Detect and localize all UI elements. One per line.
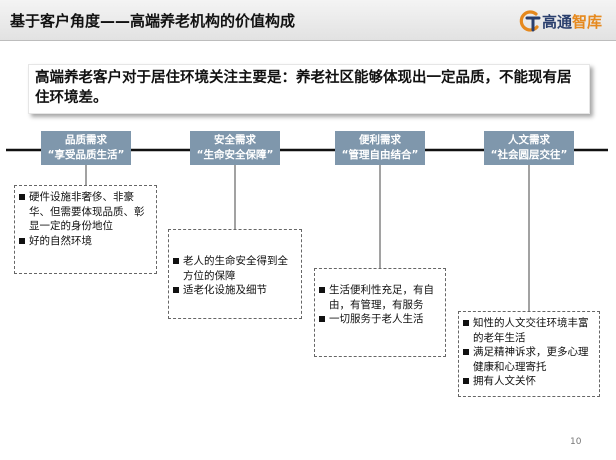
logo-text: 高通智库 (542, 11, 602, 32)
page-title: 基于客户角度——高端养老机构的价值构成 (10, 12, 296, 30)
detail-item: 知性的人文交往环境丰富的老年生活 (463, 316, 594, 345)
logo-mark-icon (519, 10, 541, 32)
logo-text-accent: 智库 (572, 13, 603, 31)
brand-logo: 高通智库 (512, 6, 616, 36)
detail-box-culture: 知性的人文交往环境丰富的老年生活 满足精神诉求，更多心理健康和心理寄托 拥有人文… (458, 311, 600, 397)
node-subtitle: “生命安全保障” (196, 149, 274, 161)
detail-box-quality: 硬件设施非奢侈、非豪华、但需要体现品质、彰显一定的身份地位 好的自然环境 (14, 185, 157, 274)
node-title: 品质需求 (65, 134, 107, 146)
node-title: 安全需求 (214, 134, 256, 146)
header-bar: 基于客户角度——高端养老机构的价值构成 高通智库 (0, 0, 616, 41)
detail-item: 适老化设施及细节 (173, 283, 296, 298)
detail-item: 生活便利性充足，有自由，有管理，有服务 (319, 283, 440, 312)
detail-item: 老人的生命安全得到全方位的保障 (173, 254, 296, 283)
detail-box-convenience: 生活便利性充足，有自由，有管理，有服务 一切服务于老人生活 (314, 268, 446, 357)
node-title: 人文需求 (508, 134, 550, 146)
node-convenience-needs: 便利需求 “管理自由结合” (335, 131, 425, 165)
detail-item: 拥有人文关怀 (463, 374, 594, 389)
detail-item: 好的自然环境 (19, 234, 151, 249)
node-title: 便利需求 (359, 134, 401, 146)
detail-box-safety: 老人的生命安全得到全方位的保障 适老化设施及细节 (168, 229, 302, 319)
detail-item: 一切服务于老人生活 (319, 312, 440, 327)
node-safety-needs: 安全需求 “生命安全保障” (190, 131, 280, 165)
key-insight-callout: 高端养老客户对于居住环境关注主要是：养老社区能够体现出一定品质，不能现有居住环境… (28, 64, 590, 114)
detail-item: 满足精神诉求，更多心理健康和心理寄托 (463, 345, 594, 374)
logo-text-main: 高通 (542, 13, 573, 31)
node-subtitle: “管理自由结合” (341, 149, 419, 161)
page-number: 10 (570, 437, 582, 447)
node-subtitle: “享受品质生活” (47, 149, 125, 161)
node-cultural-needs: 人文需求 “社会圆层交往” (484, 131, 574, 165)
callout-text: 高端养老客户对于居住环境关注主要是：养老社区能够体现出一定品质，不能现有居住环境… (35, 70, 572, 106)
node-quality-needs: 品质需求 “享受品质生活” (41, 131, 131, 165)
detail-item: 硬件设施非奢侈、非豪华、但需要体现品质、彰显一定的身份地位 (19, 190, 151, 234)
node-subtitle: “社会圆层交往” (490, 149, 568, 161)
